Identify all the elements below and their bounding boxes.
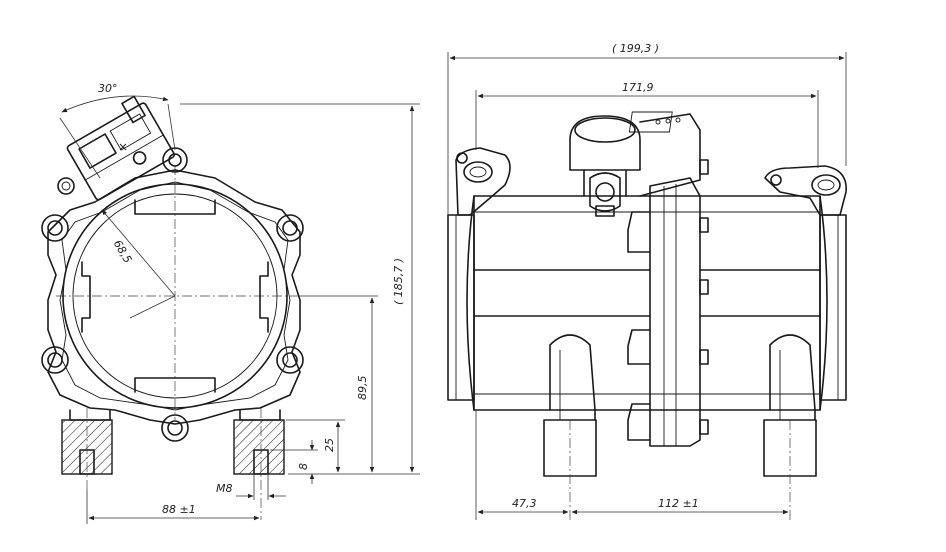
- main-bore: [62, 183, 288, 409]
- foot-offset-label: 47,3: [512, 497, 537, 510]
- bolt-holes: [41, 147, 304, 442]
- body-length-label: 171,9: [622, 81, 654, 94]
- right-lifting-lug: [764, 165, 847, 216]
- side-view: ( 199,3 ) 171,9 47,3 112 ±1: [447, 42, 847, 520]
- right-foot-spacing-label: 112 ±1: [658, 497, 699, 510]
- thread-depth-label: 8: [297, 463, 310, 470]
- radius-label: 68,5: [111, 238, 135, 266]
- side-left-foot: [543, 334, 597, 520]
- front-view: 68,5 30° ( 185,7 ) 89,5 25 8 M8 88: [41, 82, 420, 524]
- total-height-label: ( 185,7 ): [392, 258, 405, 305]
- left-lifting-lug: [455, 147, 511, 216]
- motor-body: [473, 195, 821, 411]
- thread-label: M8: [216, 482, 233, 495]
- front-flange: [47, 169, 301, 425]
- side-right-foot: [763, 334, 817, 520]
- terminal-box: [66, 95, 176, 201]
- side-terminal-box: [569, 111, 701, 217]
- center-flange: [627, 159, 709, 447]
- angle-label: 30°: [98, 82, 118, 95]
- right-foot: [233, 408, 285, 520]
- left-foot-spacing-label: 88 ±1: [162, 503, 196, 516]
- axis-height-label: 89,5: [356, 376, 369, 401]
- left-foot: [61, 408, 113, 490]
- overall-length-label: ( 199,3 ): [612, 42, 659, 55]
- foot-height-label: 25: [323, 438, 336, 452]
